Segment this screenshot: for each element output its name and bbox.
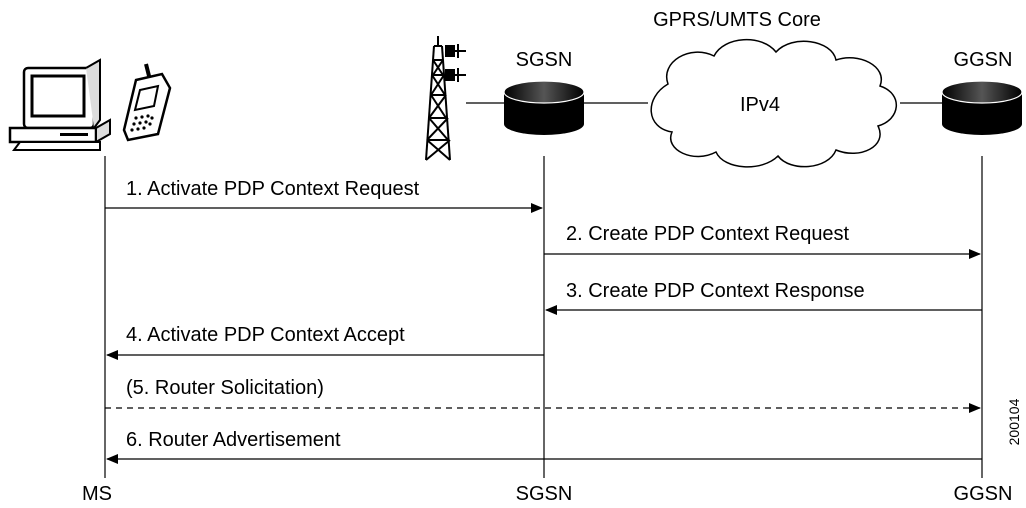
message-label: 6. Router Advertisement — [126, 429, 341, 451]
cloud-label: IPv4 — [740, 94, 780, 116]
lifelines — [104, 156, 983, 478]
message-label: (5. Router Solicitation) — [126, 377, 324, 399]
radio-tower-icon — [425, 36, 466, 161]
message-label: 2. Create PDP Context Request — [566, 223, 850, 245]
sgsn-top-label: SGSN — [516, 49, 573, 71]
ggsn-router-icon — [941, 80, 1023, 135]
mobile-phone-icon — [122, 63, 172, 142]
message-2: 2. Create PDP Context Request — [544, 223, 981, 259]
message-label: 3. Create PDP Context Response — [566, 280, 865, 302]
message-4: 4. Activate PDP Context Accept — [106, 324, 544, 360]
figure-id: 200104 — [1006, 398, 1022, 445]
message-6: 6. Router Advertisement — [106, 429, 982, 464]
core-network-label: GPRS/UMTS Core — [653, 9, 821, 31]
message-3: 3. Create PDP Context Response — [545, 280, 982, 315]
message-label: 1. Activate PDP Context Request — [126, 178, 420, 200]
ms-label: MS — [82, 483, 112, 505]
computer-icon — [8, 58, 111, 151]
message-5: (5. Router Solicitation) — [105, 377, 981, 413]
ggsn-bottom-label: GGSN — [954, 483, 1013, 505]
ggsn-top-label: GGSN — [954, 49, 1013, 71]
message-1: 1. Activate PDP Context Request — [105, 178, 543, 213]
ipv4-cloud-icon — [650, 39, 898, 168]
sgsn-router-icon — [503, 80, 585, 135]
message-label: 4. Activate PDP Context Accept — [126, 324, 405, 346]
sgsn-bottom-label: SGSN — [516, 483, 573, 505]
